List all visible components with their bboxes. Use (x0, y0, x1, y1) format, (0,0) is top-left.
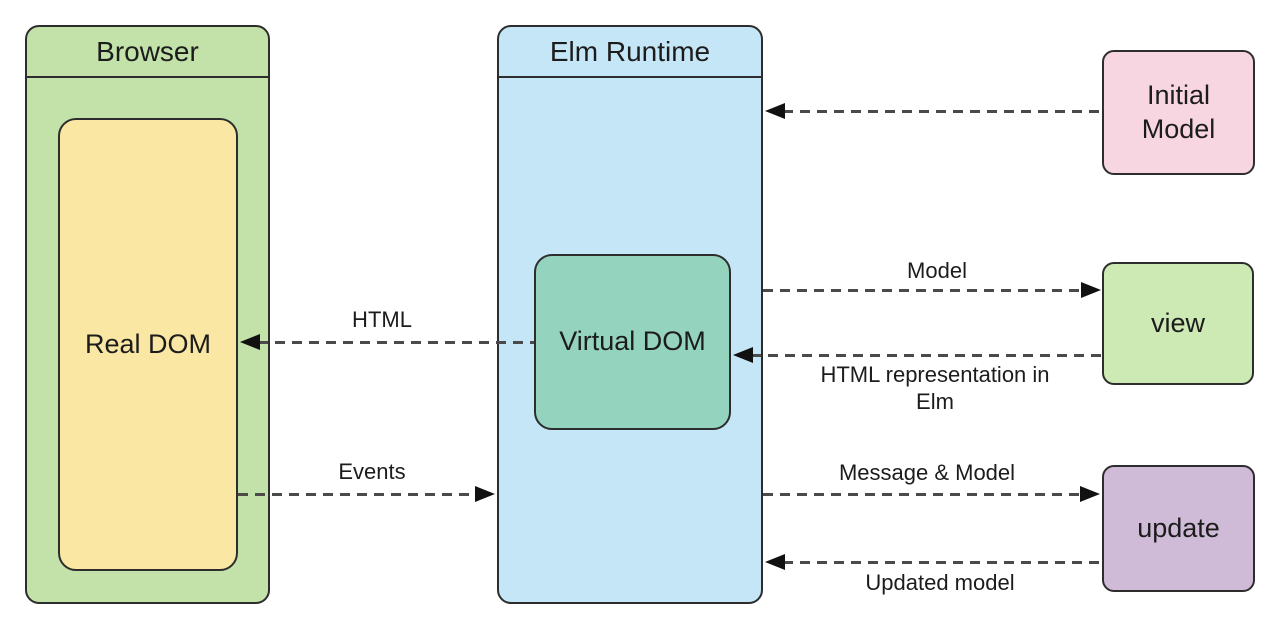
arrow-label-html: HTML (352, 307, 412, 332)
arrowhead-left-icon (765, 103, 785, 119)
arrow-html (258, 341, 534, 344)
browser-title: Browser (96, 35, 199, 67)
arrow-updated-model (783, 561, 1102, 564)
arrow-html-representation (751, 354, 1102, 357)
initial-model-node: Initial Model (1102, 50, 1255, 175)
arrowhead-right-icon (1081, 282, 1101, 298)
view-label: view (1150, 307, 1205, 338)
real-dom-node: Real DOM (58, 118, 238, 571)
arrowhead-right-icon (475, 486, 495, 502)
virtual-dom-label: Virtual DOM (559, 326, 706, 357)
arrow-message-model (763, 493, 1080, 496)
arrowhead-right-icon (1080, 486, 1100, 502)
real-dom-label: Real DOM (84, 328, 212, 359)
view-node: view (1102, 262, 1254, 385)
browser-header: Browser (27, 27, 268, 78)
virtual-dom-node: Virtual DOM (534, 254, 731, 430)
arrow-model (763, 289, 1081, 292)
arrow-label-html-representation: HTML representation in Elm (820, 362, 1050, 414)
arrow-label-model: Model (907, 258, 967, 283)
arrow-initial-model-to-runtime (783, 110, 1103, 113)
update-label: update (1137, 512, 1220, 543)
arrow-events (238, 493, 475, 496)
arrowhead-left-icon (765, 554, 785, 570)
arrowhead-left-icon (240, 334, 260, 350)
update-node: update (1102, 465, 1255, 592)
initial-model-label: Initial Model (1141, 79, 1216, 144)
arrow-label-updated-model: Updated model (865, 570, 1015, 595)
arrow-label-events: Events (338, 459, 406, 484)
arrow-label-message-model: Message & Model (838, 460, 1016, 485)
arrowhead-left-icon (733, 347, 753, 363)
elm-runtime-title: Elm Runtime (549, 35, 711, 67)
elm-runtime-header: Elm Runtime (499, 27, 761, 78)
